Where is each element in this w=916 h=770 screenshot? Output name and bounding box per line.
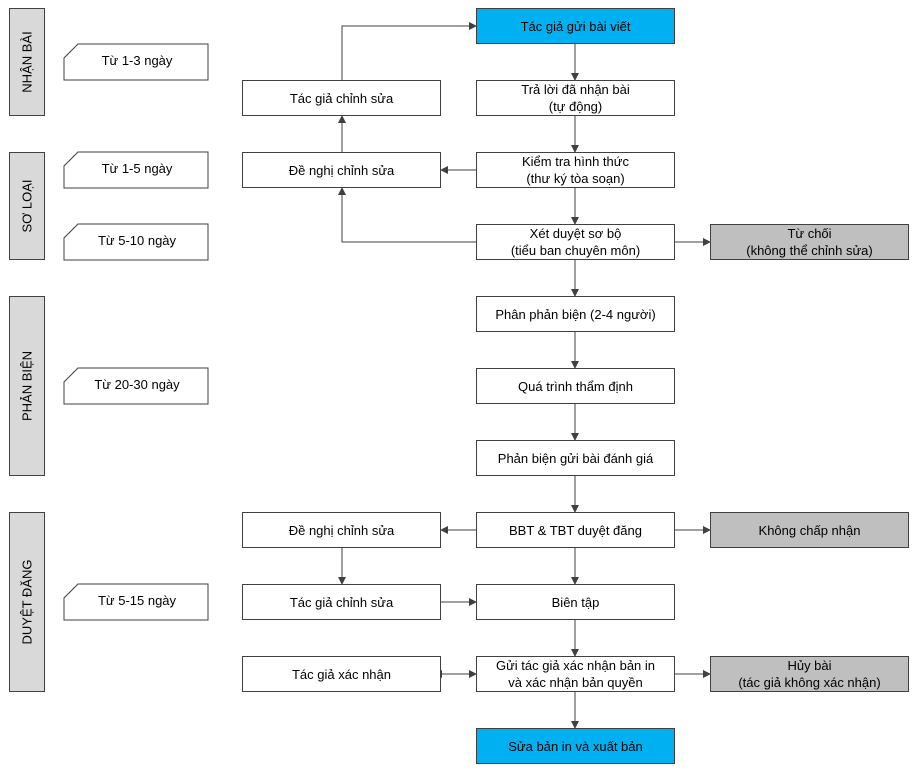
node-suggest-revise-bottom: Đề nghị chỉnh sửa: [242, 512, 441, 548]
node-cancel-line2: (tác giả không xác nhận): [738, 675, 881, 690]
node-not-accepted-label: Không chấp nhận: [758, 522, 861, 538]
duration-receive: Từ 1-3 ngày: [101, 53, 173, 68]
node-ack: Trả lời đã nhận bài (tự động): [476, 80, 675, 116]
node-reject-line1: Từ chối: [787, 226, 832, 241]
node-submit: Tác giả gửi bài viết: [476, 8, 675, 44]
node-cancel: Hủy bài (tác giả không xác nhận): [710, 656, 909, 692]
stage-review: PHẢN BIỆN: [9, 296, 45, 476]
stage-receive: NHẬN BÀI: [9, 8, 45, 116]
arrow-author-to-submit: [341, 22, 477, 80]
node-reject-line2: (không thể chỉnh sửa): [746, 243, 873, 258]
node-reviewer-report-label: Phản biện gửi bài đánh giá: [497, 450, 654, 466]
stage-receive-label: NHẬN BÀI: [19, 31, 35, 93]
node-editing: Biên tập: [476, 584, 675, 620]
node-assign-reviewers: Phân phản biện (2-4 người): [476, 296, 675, 332]
node-format-check-line1: Kiểm tra hình thức: [522, 154, 629, 169]
node-cancel-line1: Hủy bài: [787, 658, 832, 673]
duration-prelim: Từ 5-10 ngày: [97, 233, 177, 248]
node-suggest-revise-top-label: Đề nghị chỉnh sửa: [288, 162, 395, 178]
arrow-prelim-to-suggest: [338, 187, 476, 243]
duration-tab-shape: [63, 151, 209, 189]
duration-tab-shape: [63, 223, 209, 261]
node-appraisal-label: Quá trình thẩm định: [518, 378, 633, 394]
node-send-proof-line2: và xác nhận bản quyền: [508, 675, 643, 690]
stage-approve: DUYỆT ĐĂNG: [9, 512, 45, 692]
node-suggest-revise-bottom-label: Đề nghị chỉnh sửa: [288, 522, 395, 538]
node-publish-label: Sửa bản in và xuất bản: [508, 738, 643, 754]
stage-screen: SƠ LOẠI: [9, 152, 45, 260]
duration-tab-shape: [63, 43, 209, 81]
node-prelim-review: Xét duyệt sơ bộ (tiểu ban chuyên môn): [476, 224, 675, 260]
node-author-revise-bottom: Tác giả chỉnh sửa: [242, 584, 441, 620]
node-publish: Sửa bản in và xuất bản: [476, 728, 675, 764]
stage-review-label: PHẢN BIỆN: [19, 350, 35, 422]
node-format-check: Kiểm tra hình thức (thư ký tòa soạn): [476, 152, 675, 188]
node-author-revise-top: Tác giả chỉnh sửa: [242, 80, 441, 116]
node-submit-label: Tác giả gửi bài viết: [520, 18, 631, 34]
node-assign-reviewers-label: Phân phản biện (2-4 người): [495, 306, 656, 322]
stage-screen-label: SƠ LOẠI: [19, 179, 35, 233]
node-format-check-line2: (thư ký tòa soạn): [526, 171, 625, 186]
node-ack-line1: Trả lời đã nhận bài: [521, 82, 630, 97]
node-not-accepted: Không chấp nhận: [710, 512, 909, 548]
node-author-revise-bottom-label: Tác giả chỉnh sửa: [289, 594, 394, 610]
duration-approve: Từ 5-15 ngày: [97, 593, 177, 608]
node-reviewer-report: Phản biện gửi bài đánh giá: [476, 440, 675, 476]
node-reject: Từ chối (không thể chỉnh sửa): [710, 224, 909, 260]
duration-review: Từ 20-30 ngày: [94, 377, 180, 392]
duration-tab-shape: [63, 583, 209, 621]
node-ack-line2: (tự động): [548, 99, 603, 114]
node-send-proof: Gửi tác giả xác nhận bản in và xác nhận …: [476, 656, 675, 692]
node-prelim-review-line1: Xét duyệt sơ bộ: [529, 226, 622, 241]
node-send-proof-line1: Gửi tác giả xác nhận bản in: [495, 658, 656, 673]
stage-approve-label: DUYỆT ĐĂNG: [19, 559, 35, 645]
node-suggest-revise-top: Đề nghị chỉnh sửa: [242, 152, 441, 188]
node-board-approval-label: BBT & TBT duyệt đăng: [509, 522, 642, 538]
node-prelim-review-line2: (tiểu ban chuyên môn): [510, 243, 641, 258]
node-appraisal: Quá trình thẩm định: [476, 368, 675, 404]
node-board-approval: BBT & TBT duyệt đăng: [476, 512, 675, 548]
node-author-revise-top-label: Tác giả chỉnh sửa: [289, 90, 394, 106]
duration-format: Từ 1-5 ngày: [101, 161, 173, 176]
node-author-confirm-label: Tác giả xác nhận: [291, 666, 391, 682]
node-editing-label: Biên tập: [551, 594, 600, 610]
node-author-confirm: Tác giả xác nhận: [242, 656, 441, 692]
duration-tab-shape: [63, 367, 209, 405]
